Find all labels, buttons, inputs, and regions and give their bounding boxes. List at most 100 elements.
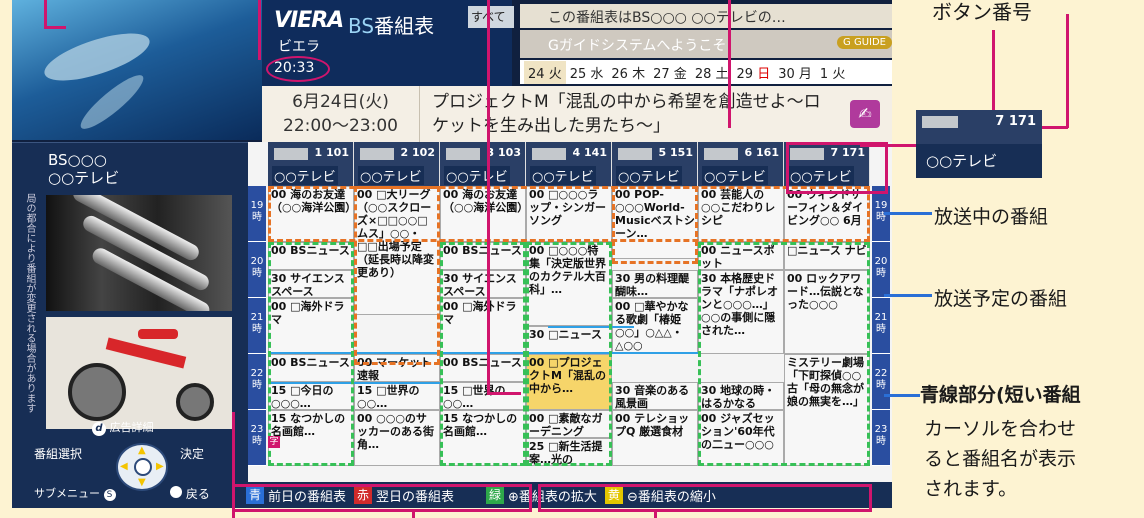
hour-label: 22時: [872, 354, 890, 410]
channel-header[interactable]: 4 141○○テレビ: [526, 142, 612, 186]
program-cell[interactable]: ミステリー劇場「下町探偵○○ 古「母の無念が娘の無実を…」: [784, 354, 870, 466]
program-cell[interactable]: 00 □海外ドラマ: [440, 298, 526, 354]
callout-channel-name: ○○テレビ: [916, 144, 1042, 178]
channel-header[interactable]: 6 161○○テレビ: [698, 142, 784, 186]
callout-line: [884, 294, 932, 297]
date-tab[interactable]: 29 日: [736, 66, 771, 82]
callout-line: [44, 26, 66, 29]
date-tab[interactable]: 25 水: [569, 66, 604, 82]
program-cell[interactable]: 30 音楽のある風景画: [612, 382, 698, 410]
program-cell[interactable]: □ニュース ナビ: [784, 242, 870, 270]
nav-ok-label: 決定: [180, 447, 205, 461]
genre-all-tab[interactable]: すべて: [468, 6, 514, 28]
channel-header[interactable]: 1 101○○テレビ: [268, 142, 354, 186]
s-button-icon: S: [103, 489, 116, 501]
program-cell[interactable]: 15 □世界の○○…: [440, 382, 526, 410]
color-button-1[interactable]: 赤翌日の番組表: [354, 486, 454, 505]
hour-label: 20時: [872, 242, 890, 298]
callout-line: [884, 212, 932, 215]
program-cell[interactable]: 00 □華やかなる歌劇「椿姫○○」○△△・△○○: [612, 298, 698, 354]
callout-line: [1040, 126, 1068, 129]
program-cell[interactable]: 00 テレショップQ 厳選食材: [612, 410, 698, 466]
channel-header[interactable]: 3 103○○テレビ: [440, 142, 526, 186]
program-cell[interactable]: 30 □ニュース: [526, 326, 612, 354]
short-program-line: [548, 326, 634, 328]
program-cell[interactable]: 00 □○○○ラップ・シンガーソング: [526, 186, 612, 242]
callout-line: [884, 394, 920, 397]
program-cell[interactable]: 00 □海外ドラマ: [268, 298, 354, 354]
program-cell[interactable]: 00 ジャズセッション'60年代の二ュー○○○: [698, 410, 784, 466]
callout-now-airing: 放送中の番組: [934, 206, 1049, 228]
program-cell[interactable]: 00 BSニュース: [268, 242, 354, 270]
dpad-icon[interactable]: ▲ ▼ ◀ ▶: [116, 443, 168, 491]
hour-label: 20時: [248, 242, 266, 298]
date-tab[interactable]: 24 火: [524, 60, 566, 84]
d-button-icon: d: [92, 422, 106, 436]
program-cell[interactable]: 15 □今日の○○○…: [268, 382, 354, 410]
program-cell[interactable]: 30 サイエンススペース: [268, 270, 354, 298]
program-cell[interactable]: 30 男の料理醍醐味…: [612, 270, 698, 298]
short-program-line: [268, 352, 698, 354]
hour-label: 19時: [248, 186, 266, 242]
program-cell[interactable]: 15 なつかしの名画館…: [440, 410, 526, 466]
date-tab[interactable]: 30 月: [778, 66, 812, 82]
program-cell[interactable]: 00 BSニュース: [440, 242, 526, 270]
callout-line: [487, 0, 490, 394]
program-cell[interactable]: 30 サイエンススペース: [440, 270, 526, 298]
channel-header[interactable]: 5 151○○テレビ: [612, 142, 698, 186]
channel-header[interactable]: 7 171○○テレビ: [784, 142, 870, 186]
channel-header[interactable]: 2 102○○テレビ: [354, 142, 440, 186]
program-cell[interactable]: 15 □世界の○○…: [354, 382, 440, 410]
program-cell[interactable]: 00 海のお友達（○○海洋公園）: [268, 186, 354, 242]
program-cell[interactable]: 00 POP-○○○World-Musicベストシーン…: [612, 186, 698, 259]
date-tab[interactable]: 1 火: [819, 66, 846, 82]
program-cell[interactable]: 00 芸能人の○○こだわりレシピ: [698, 186, 784, 242]
hour-label: 23時: [872, 410, 890, 466]
program-datetime: 6月24日(火)22:00～23:00: [262, 86, 420, 142]
program-cell[interactable]: 00 □大リーグ（○○スクローズ×□□○○□ムス」○○・□□出場予定（延長時以降…: [354, 186, 440, 315]
program-cell[interactable]: 00 マーケット速報: [354, 354, 440, 382]
nav-select-label: 番組選択: [34, 447, 83, 461]
program-cell[interactable]: 15 なつかしの名画館…: [268, 410, 354, 466]
callout-line: [992, 30, 995, 112]
live-video: [12, 0, 262, 140]
nav-submenu-label: サブメニュー S: [34, 485, 116, 501]
program-cell[interactable]: 00 ウィンドサーフィン＆ダイビング○○ 6月: [784, 186, 870, 242]
program-cell[interactable]: 00 ニュースポット: [698, 242, 784, 270]
program-cell[interactable]: 00 □素敵なガーデニング: [526, 410, 612, 438]
program-cell[interactable]: 00 □○○○特集「決定版世界のカクテル大百科」…: [526, 242, 612, 326]
callout-line: [44, 0, 47, 28]
program-cell[interactable]: 00 BSニュース: [268, 354, 354, 382]
color-button-3[interactable]: 黄⊖番組表の縮小: [604, 486, 716, 505]
record-icon[interactable]: ✍: [850, 100, 880, 128]
green-yellow-buttons-box: [538, 484, 872, 512]
date-tab[interactable]: 28 土: [694, 66, 729, 82]
date-tab[interactable]: 26 木: [611, 66, 646, 82]
program-cell[interactable]: 30 地球の時・はるかなる: [698, 382, 784, 410]
current-channel: BS○○○○○テレビ: [48, 151, 120, 187]
program-cell[interactable]: 00 海のお友達（○○海洋公園）: [440, 186, 526, 242]
callout-line: [412, 512, 415, 518]
date-tab[interactable]: 27 金: [653, 66, 687, 82]
program-cell[interactable]: 30 本格歴史ドラマ「ナポレオンと○○○…」○○の事側に隠された…: [698, 270, 784, 354]
callout-upcoming: 放送予定の番組: [934, 288, 1068, 310]
hour-label: 21時: [872, 298, 890, 354]
nav-back-label: 戻る: [170, 485, 210, 502]
program-cell[interactable]: 00 BSニュース: [440, 354, 526, 382]
callout-blue-line: 青線部分(短い番組: [920, 384, 1081, 406]
program-cell[interactable]: 00 ○○○のサッカーのある街角…: [354, 410, 440, 466]
program-cell[interactable]: 00 □プロジェクトM「混乱の中から…: [526, 354, 612, 410]
hour-label: 23時: [248, 410, 266, 466]
program-info: 6月24日(火)22:00～23:00 プロジェクトM「混乱の中から希望を創造せ…: [262, 86, 892, 142]
hour-label: 21時: [248, 298, 266, 354]
color-button-0[interactable]: 青前日の番組表: [246, 486, 346, 505]
program-cell[interactable]: 00 ロックアワード…伝説となった○○○: [784, 270, 870, 354]
program-cell[interactable]: 25 □新生活提案…光の: [526, 438, 612, 466]
callout-line: [860, 144, 916, 147]
ad-details-label[interactable]: d 広告詳細: [92, 419, 154, 436]
side-panel: BS○○○○○テレビ 局の都合により番組が変更される場合があります d 広告詳細…: [12, 142, 248, 508]
channel-highlight-box: [786, 142, 888, 194]
caption-mark-icon: 字: [268, 436, 280, 448]
